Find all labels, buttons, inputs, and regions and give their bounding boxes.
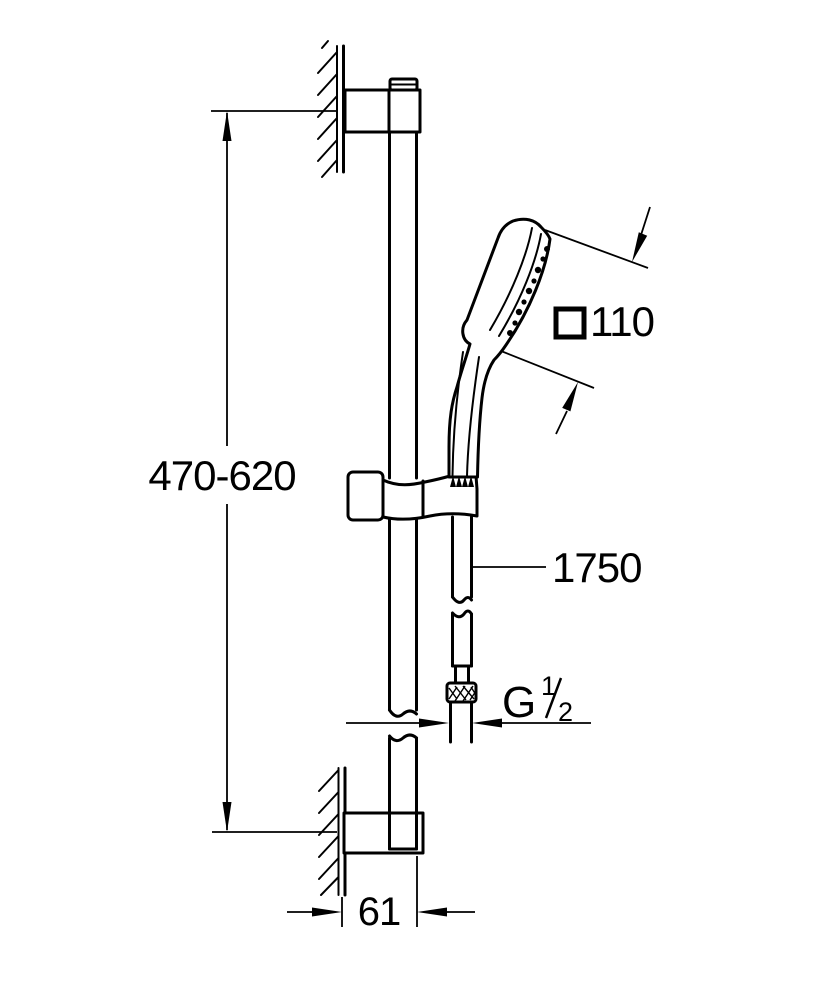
wall-top-hatch-icon <box>317 40 338 178</box>
rail-break <box>388 708 418 743</box>
arrow-left-icon <box>417 907 447 917</box>
dim-head-width: 110 <box>500 206 655 435</box>
holder-body <box>381 474 479 521</box>
wall-top <box>317 40 345 178</box>
shower-rail <box>388 130 418 851</box>
shower-head-face <box>489 227 542 337</box>
hose-connector <box>449 700 473 744</box>
shower-hose <box>445 515 478 744</box>
dim-thread-letter: G <box>502 678 535 727</box>
hose-break <box>451 595 473 619</box>
dim-height: 470-620 <box>148 110 338 833</box>
knurl-crosshatch-icon <box>448 685 477 702</box>
arrow-down-icon <box>222 802 232 832</box>
dim-wall-offset-label: 61 <box>358 890 401 934</box>
holder-knob <box>346 470 385 522</box>
arrow-right-icon <box>419 718 449 728</box>
fraction-slash-icon <box>544 677 563 719</box>
dim-head-width-label: 110 <box>590 298 654 345</box>
arrow-up-right-icon <box>562 382 578 412</box>
arrow-left-icon <box>472 718 502 728</box>
square-symbol-icon <box>553 306 587 340</box>
dim-thread-denominator: 2 <box>558 697 572 727</box>
dim-height-label: 470-620 <box>148 452 295 499</box>
dim-thread: G 1 2 <box>346 671 591 728</box>
wall-bottom-hatch-icon <box>318 769 340 896</box>
arrow-up-icon <box>222 111 232 141</box>
handle-contour <box>451 351 480 477</box>
arrow-right-icon <box>312 907 342 917</box>
mounting-bracket-bottom <box>342 811 425 855</box>
rail-cap <box>388 77 419 92</box>
arrow-down-left-icon <box>632 232 648 262</box>
dim-thread-numerator: 1 <box>541 671 555 701</box>
slider-holder <box>346 470 479 522</box>
dim-hose-length-label: 1750 <box>552 544 641 591</box>
cone-seal <box>450 476 474 487</box>
dim-hose-length: 1750 <box>473 544 642 591</box>
dim-wall-offset: 61 <box>287 856 475 934</box>
hose-nut <box>445 681 478 704</box>
spray-nozzles <box>507 246 550 336</box>
mounting-bracket-top <box>343 77 422 134</box>
hand-shower <box>447 217 552 479</box>
